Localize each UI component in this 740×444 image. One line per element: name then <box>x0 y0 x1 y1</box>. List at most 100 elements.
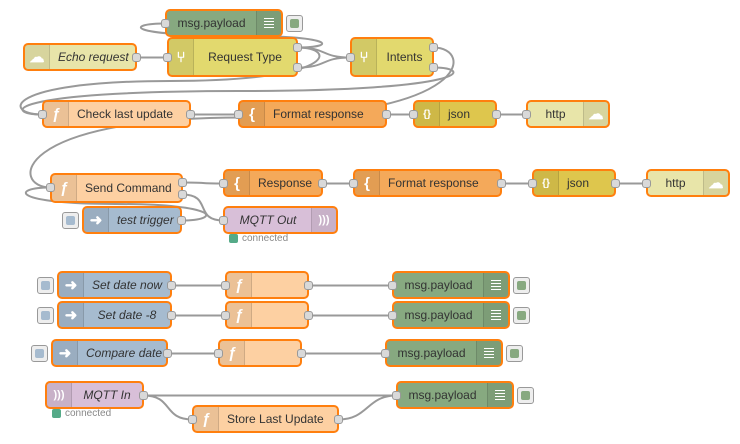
input-port[interactable] <box>219 216 228 225</box>
function-node[interactable]: ƒ <box>221 271 313 299</box>
input-port[interactable] <box>234 110 243 119</box>
send-command-node[interactable]: ƒ Send Command <box>46 173 187 203</box>
input-port[interactable] <box>522 110 531 119</box>
wire[interactable] <box>182 181 224 185</box>
output-port[interactable] <box>334 415 343 424</box>
inject-button[interactable] <box>37 307 54 324</box>
node-label: msg.payload <box>408 388 477 402</box>
wire[interactable] <box>21 66 455 116</box>
debug-toggle-button[interactable] <box>513 307 530 324</box>
http-response-node[interactable]: http ☁ <box>522 100 610 128</box>
set-date-8-inject-node[interactable]: ➜ Set date -8 <box>37 301 176 329</box>
mqtt-in-node[interactable]: ))) MQTT In <box>45 381 148 409</box>
format-response-node[interactable]: { Format response <box>234 100 391 128</box>
output-port[interactable] <box>304 281 313 290</box>
output-port[interactable] <box>167 281 176 290</box>
function-node[interactable]: ƒ <box>221 301 313 329</box>
output-port[interactable] <box>297 349 306 358</box>
output-port[interactable] <box>497 179 506 188</box>
debug-node[interactable]: msg.payload <box>388 271 530 299</box>
input-port[interactable] <box>346 53 355 62</box>
input-port[interactable] <box>38 110 47 119</box>
wire[interactable] <box>297 46 351 59</box>
node-label: Store Last Update <box>227 412 324 426</box>
echo-request-node[interactable]: ☁ Echo request <box>23 43 141 71</box>
debug-node[interactable]: msg.payload <box>381 339 523 367</box>
node-label: Response <box>258 176 313 190</box>
inject-button[interactable] <box>62 212 79 229</box>
input-port[interactable] <box>214 349 223 358</box>
output-port[interactable] <box>163 349 172 358</box>
input-port[interactable] <box>349 179 358 188</box>
debug-toggle-button[interactable] <box>506 345 523 362</box>
output-port[interactable] <box>492 110 501 119</box>
node-label: http <box>665 176 686 190</box>
output-port[interactable] <box>304 311 313 320</box>
output-port[interactable] <box>177 216 186 225</box>
store-last-update-node[interactable]: ƒ Store Last Update <box>188 405 343 433</box>
output-port-1[interactable] <box>178 178 187 187</box>
input-port[interactable] <box>219 179 228 188</box>
output-port-2[interactable] <box>429 63 438 72</box>
input-port[interactable] <box>381 349 390 358</box>
input-port[interactable] <box>388 281 397 290</box>
node-label: Intents <box>386 50 423 64</box>
test-trigger-inject-node[interactable]: ➜ test trigger <box>62 206 186 234</box>
node-label: msg.payload <box>404 308 473 322</box>
input-port[interactable] <box>161 19 170 28</box>
request-type-switch-node[interactable]: ⑂ Request Type <box>163 37 302 77</box>
output-port[interactable] <box>132 53 141 62</box>
set-date-now-inject-node[interactable]: ➜ Set date now <box>37 271 176 299</box>
function-icon: ƒ <box>220 341 245 365</box>
debug-node[interactable]: msg.payload <box>388 301 530 329</box>
output-port[interactable] <box>382 110 391 119</box>
status-dot <box>229 234 238 243</box>
input-port[interactable] <box>221 281 230 290</box>
input-port[interactable] <box>163 53 172 62</box>
output-port-2[interactable] <box>178 190 187 199</box>
format-response-node[interactable]: { Format response <box>349 169 506 197</box>
debug-toggle-button[interactable] <box>517 387 534 404</box>
wire[interactable] <box>19 46 321 116</box>
output-port-1[interactable] <box>293 43 302 52</box>
http-response-node[interactable]: http ☁ <box>642 169 730 197</box>
input-port[interactable] <box>392 391 401 400</box>
json-node[interactable]: {} json <box>528 169 620 197</box>
debug-toggle-button[interactable] <box>286 15 303 32</box>
wire[interactable] <box>182 193 224 222</box>
node-label: Request Type <box>208 50 282 64</box>
debug-node[interactable]: msg.payload <box>392 381 534 409</box>
input-port[interactable] <box>46 183 55 192</box>
inject-button[interactable] <box>31 345 48 362</box>
input-port[interactable] <box>409 110 418 119</box>
json-node[interactable]: {} json <box>409 100 501 128</box>
output-port[interactable] <box>611 179 620 188</box>
intents-switch-node[interactable]: ⑂ Intents <box>346 37 438 77</box>
wire[interactable] <box>143 394 193 421</box>
list-icon <box>256 11 281 35</box>
node-label: json <box>448 107 471 121</box>
inject-button[interactable] <box>37 277 54 294</box>
wire[interactable] <box>24 186 208 222</box>
input-port[interactable] <box>642 179 651 188</box>
function-icon: ƒ <box>227 303 252 327</box>
debug-node[interactable]: msg.payload <box>161 9 303 37</box>
output-port-2[interactable] <box>293 63 302 72</box>
input-port[interactable] <box>528 179 537 188</box>
mqtt-out-node[interactable]: MQTT Out ))) <box>219 206 338 234</box>
node-label: msg.payload <box>404 278 473 292</box>
compare-date-inject-node[interactable]: ➜ Compare date <box>31 339 172 367</box>
function-node[interactable]: ƒ <box>214 339 306 367</box>
output-port-1[interactable] <box>429 43 438 52</box>
input-port[interactable] <box>388 311 397 320</box>
output-port[interactable] <box>139 391 148 400</box>
output-port[interactable] <box>318 179 327 188</box>
input-port[interactable] <box>221 311 230 320</box>
output-port[interactable] <box>167 311 176 320</box>
response-template-node[interactable]: { Response <box>219 169 327 197</box>
wire[interactable] <box>338 394 397 421</box>
input-port[interactable] <box>188 415 197 424</box>
output-port[interactable] <box>186 110 195 119</box>
debug-toggle-button[interactable] <box>513 277 530 294</box>
check-last-update-node[interactable]: ƒ Check last update <box>38 100 195 128</box>
